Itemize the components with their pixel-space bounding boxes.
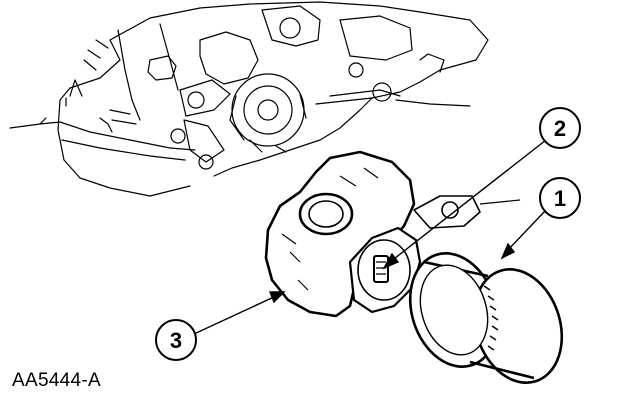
oil-filter-adapter (264, 150, 422, 318)
callout-1-number: 1 (554, 186, 566, 211)
callout-2-number: 2 (554, 116, 566, 141)
callout-3-number: 3 (170, 328, 182, 353)
adapter-detail-lines (281, 167, 379, 291)
figure-id-label: AA5444-A (12, 370, 102, 391)
callout-2: 2 (539, 107, 581, 149)
engine-block (9, 1, 489, 197)
leader-lines (193, 139, 547, 335)
threaded-stud (373, 255, 389, 283)
callout-1: 1 (539, 177, 581, 219)
callout-3: 3 (155, 319, 197, 361)
oil-filter (408, 248, 564, 384)
mounting-bracket (413, 195, 521, 229)
